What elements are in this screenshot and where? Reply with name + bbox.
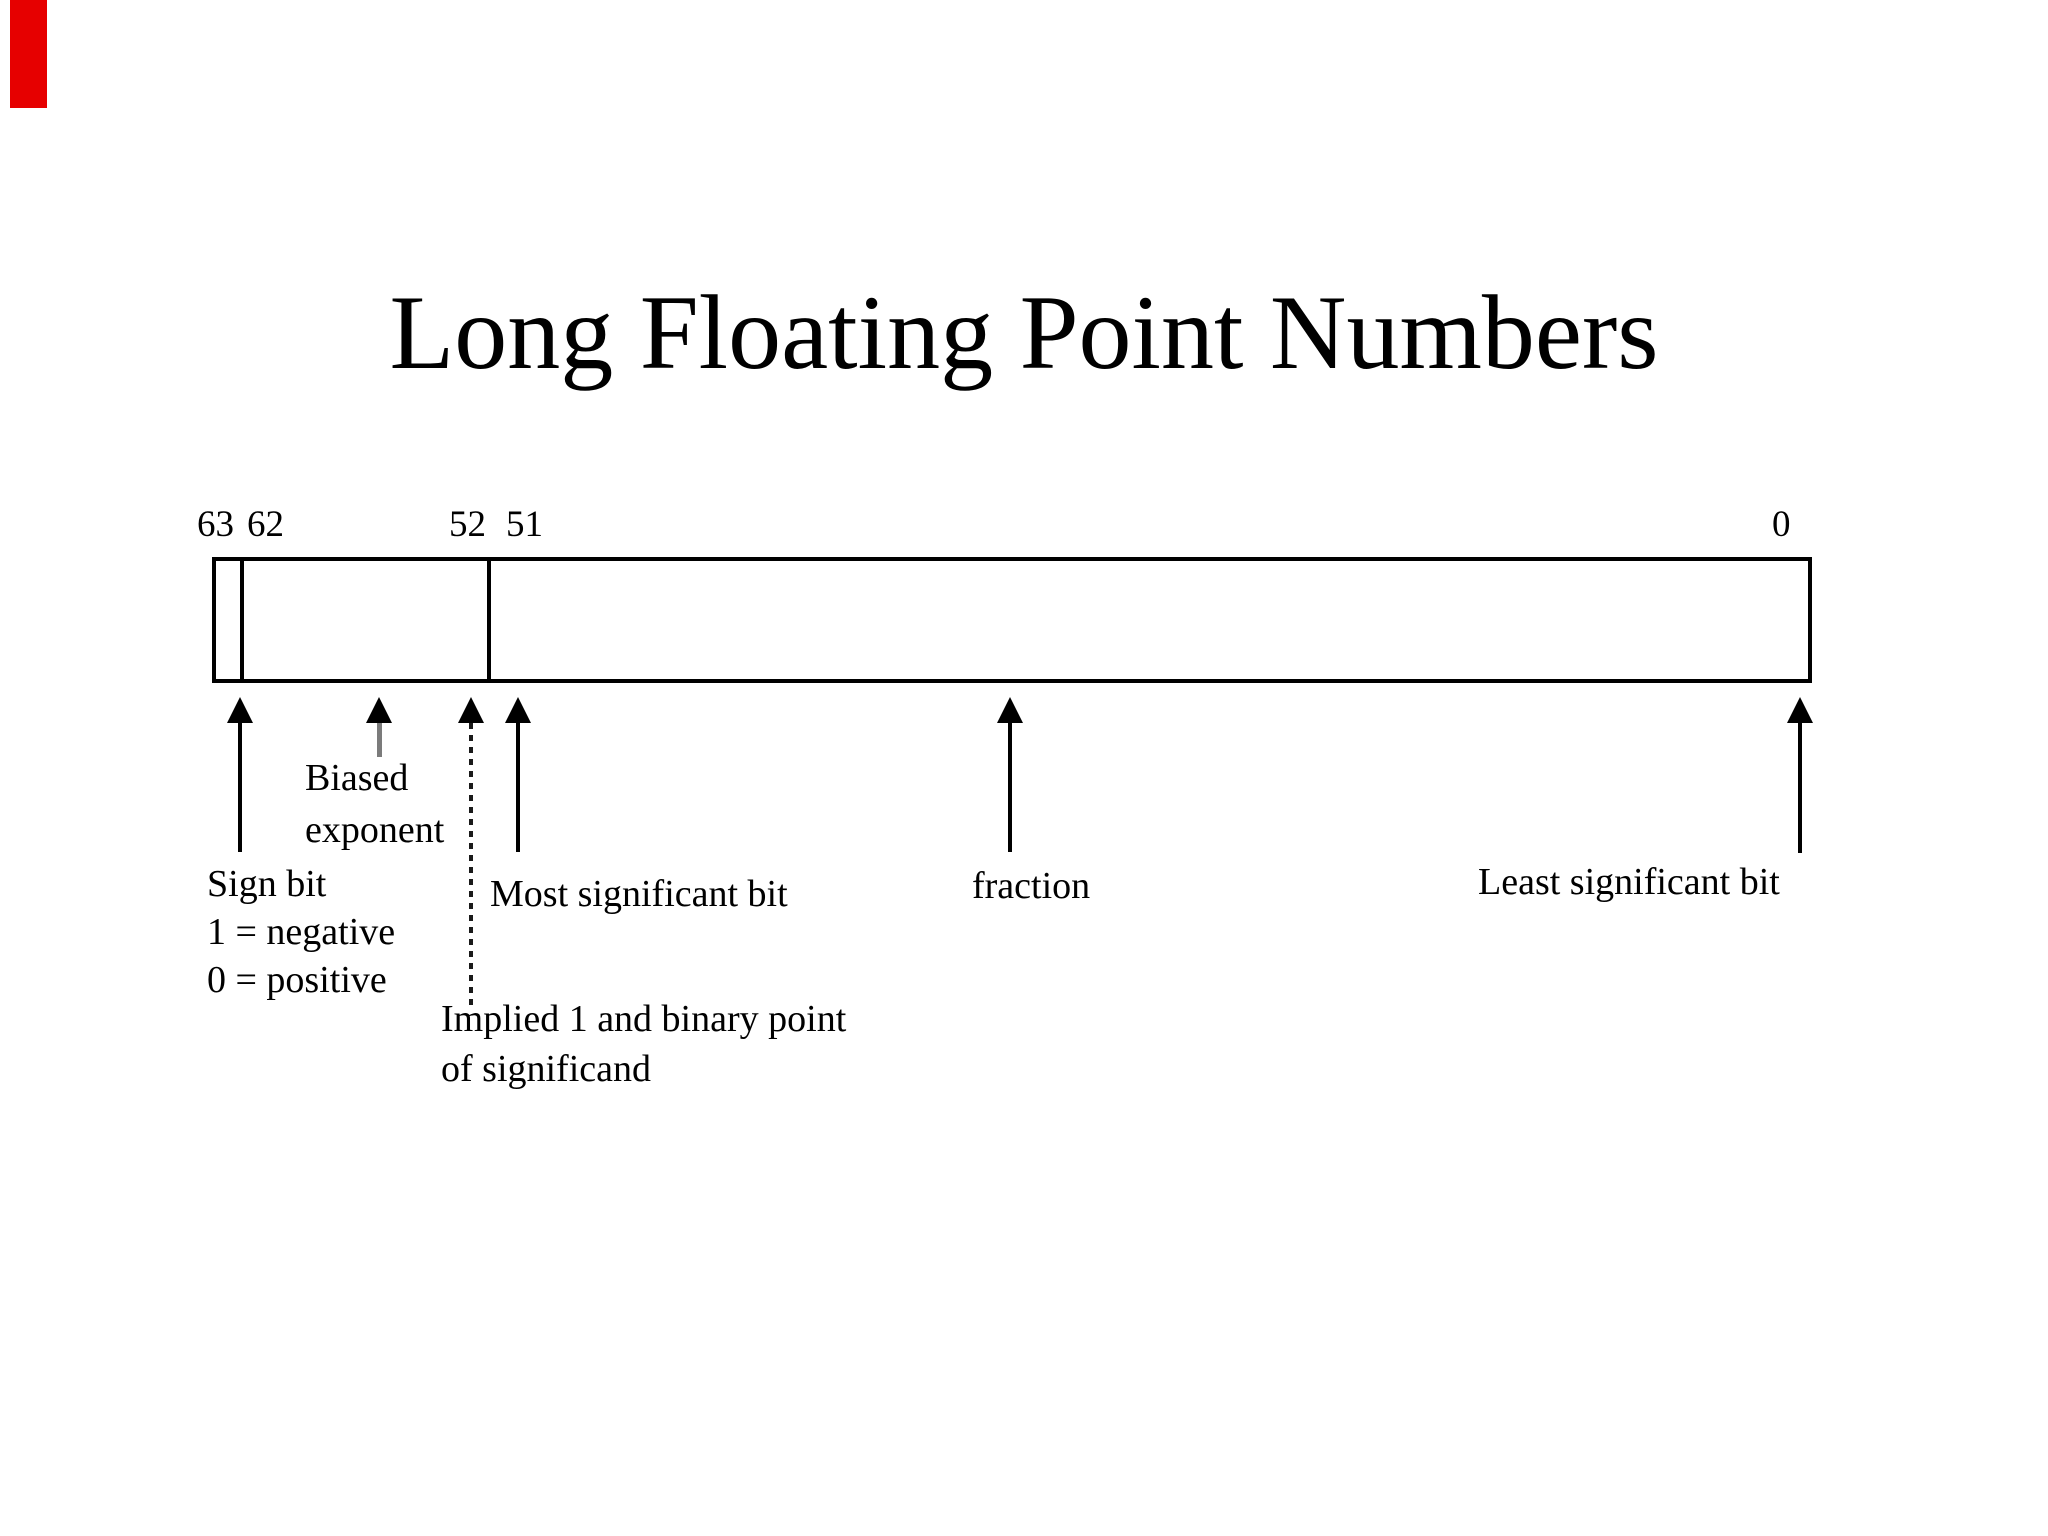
arrowhead-icon — [1787, 697, 1813, 723]
arrow-stem — [1008, 723, 1012, 852]
implied-point-label-line2: of significand — [441, 1048, 652, 1090]
arrow-stem — [516, 723, 520, 852]
bit-position-0: 0 — [1772, 504, 1791, 545]
implied-point-dotted-arrow-icon — [458, 697, 484, 1005]
arrow-stem — [1798, 723, 1802, 853]
arrowhead-icon — [997, 697, 1023, 723]
arrowhead-icon — [505, 697, 531, 723]
most-significant-bit-arrow-icon — [505, 697, 531, 852]
sign-exponent-divider — [240, 561, 244, 679]
exponent-fraction-divider — [487, 561, 491, 679]
implied-point-label-line1: Implied 1 and binary point — [441, 998, 847, 1040]
arrow-stem — [238, 723, 242, 852]
bit-position-63: 63 — [197, 504, 234, 545]
biased-exponent-label-line2: exponent — [305, 809, 445, 851]
fraction-label: fraction — [972, 865, 1091, 907]
implied-point-label: Implied 1 and binary point of significan… — [441, 994, 846, 1094]
slide-title: Long Floating Point Numbers — [389, 274, 1659, 391]
fraction-arrow-icon — [997, 697, 1023, 852]
most-significant-bit-label: Most significant bit — [490, 873, 788, 915]
sign-bit-label-line2: 1 = negative — [207, 911, 396, 953]
red-corner-marker — [10, 0, 47, 108]
bit-position-62: 62 — [247, 504, 284, 545]
sign-bit-label-line3: 0 = positive — [207, 959, 387, 1001]
bit-position-52: 52 — [449, 504, 486, 545]
least-significant-bit-arrow-icon — [1787, 697, 1813, 853]
biased-exponent-arrow-icon — [366, 697, 392, 757]
sign-bit-label-line1: Sign bit — [207, 863, 327, 905]
arrow-stem — [376, 723, 382, 757]
bit-field-box — [212, 557, 1812, 683]
arrowhead-icon — [366, 697, 392, 723]
arrowhead-icon — [458, 697, 484, 723]
sign-bit-arrow-icon — [227, 697, 253, 852]
sign-bit-label: Sign bit 1 = negative 0 = positive — [207, 860, 395, 1004]
arrowhead-icon — [227, 697, 253, 723]
biased-exponent-label: Biased exponent — [305, 752, 444, 856]
least-significant-bit-label: Least significant bit — [1478, 861, 1780, 903]
biased-exponent-label-line1: Biased — [305, 757, 409, 799]
bit-position-51: 51 — [506, 504, 543, 545]
dotted-arrow-stem — [469, 723, 473, 1005]
